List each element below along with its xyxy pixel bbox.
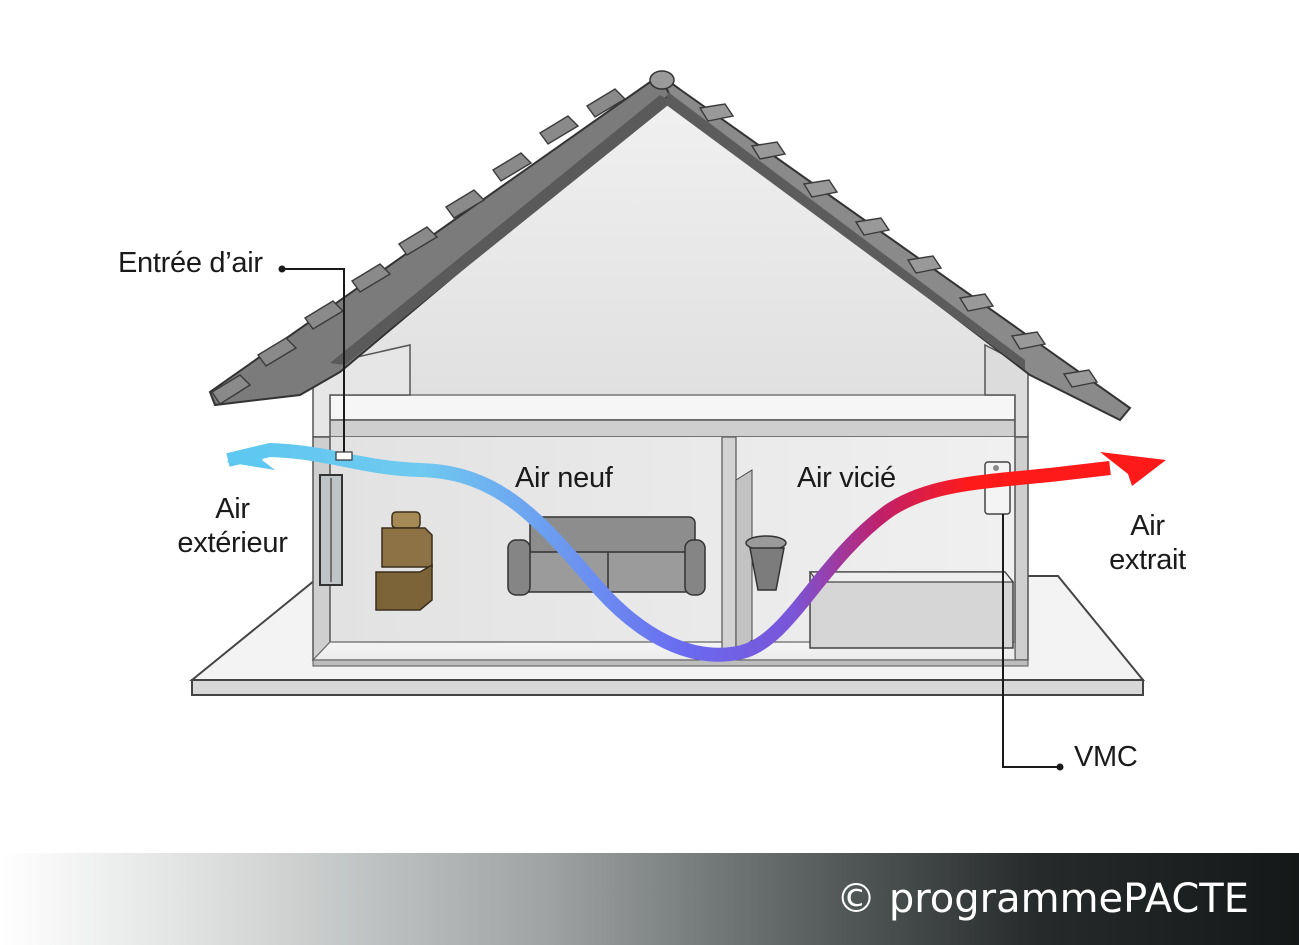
vmc-leader [1002, 514, 1064, 771]
outdoor-air-label: Air extérieur [160, 492, 305, 560]
outdoor-air-label-line1: Air [215, 493, 250, 525]
ridge-cap [649, 70, 675, 90]
roof-right-slope [659, 74, 1132, 422]
partition-wall [721, 436, 753, 657]
footer-bar [0, 853, 1299, 945]
attic-floor [324, 394, 1016, 438]
storage-boxes [375, 511, 433, 611]
extracted-air-label-line1: Air [1130, 510, 1165, 542]
roof-interior [330, 100, 1025, 400]
bathtub [808, 571, 1015, 649]
copyright-text: © programmePACTE [836, 876, 1249, 922]
house-ventilation-diagram [189, 70, 1166, 771]
sink [745, 535, 787, 591]
air-inlet-leader [278, 265, 353, 461]
stale-air-label: Air vicié [797, 462, 896, 494]
outdoor-air-label-line2: extérieur [177, 527, 288, 559]
fresh-air-label: Air neuf [515, 462, 613, 494]
air-inlet-label: Entrée d’air [118, 247, 263, 279]
roof-left-slope [208, 73, 680, 407]
extracted-air-label-line2: extrait [1109, 544, 1186, 576]
vmc-label: VMC [1074, 741, 1138, 773]
air-inlet-tail [226, 445, 275, 470]
air-outlet-arrowhead [1100, 452, 1166, 486]
airflow-arrow [226, 442, 1166, 662]
extracted-air-label: Air extrait [1090, 509, 1205, 577]
